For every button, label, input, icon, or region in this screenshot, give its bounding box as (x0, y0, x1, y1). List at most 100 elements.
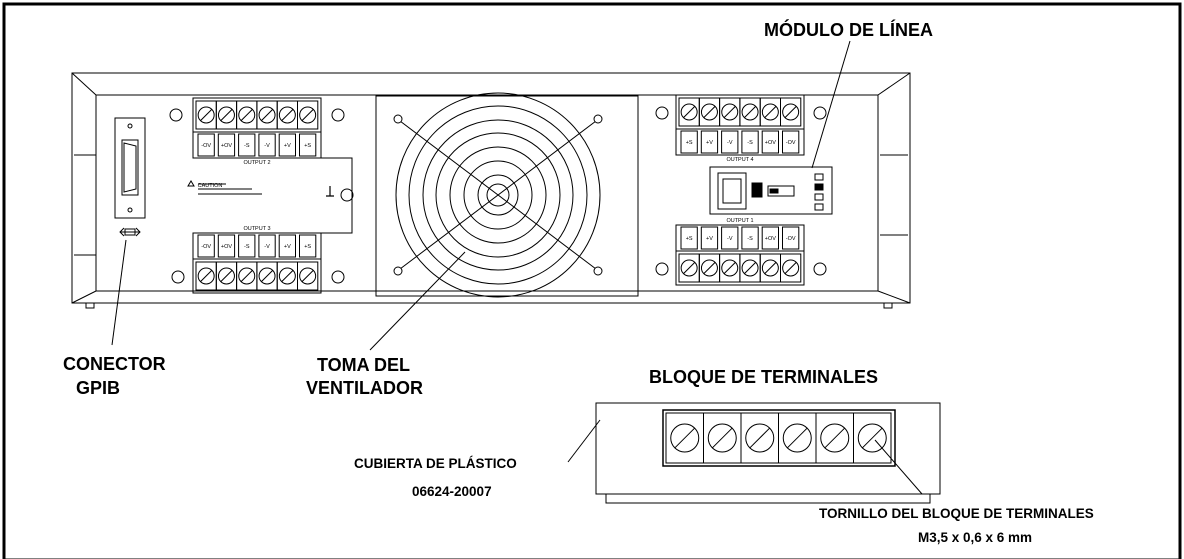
terminal-polarity-label: +V (706, 236, 713, 242)
terminal-top-left-label-cell (278, 133, 297, 157)
terminal-polarity-label: +V (706, 140, 713, 146)
terminal-top-right-label-cell (700, 130, 719, 154)
terminal-polarity-label: +V (284, 143, 291, 149)
terminal-top-left-label-cell (197, 133, 215, 157)
terminal-polarity-label: -S (747, 140, 753, 146)
screw-head (857, 423, 887, 453)
terminal-polarity-label: -V (727, 236, 733, 242)
screw-head (782, 259, 800, 277)
screw-head (741, 103, 759, 121)
output-label-top-left: OUTPUT 2 (243, 160, 270, 166)
screw-slot (743, 261, 757, 275)
screw-head (299, 106, 317, 124)
terminal-top-right-label-cell (721, 130, 739, 154)
terminal-top-right-cell (780, 97, 802, 127)
terminal-block-detail (595, 402, 941, 504)
left-plate (187, 157, 354, 234)
screw-slot (260, 108, 274, 122)
terminal-polarity-label: +OV (221, 143, 232, 149)
terminal-block-bottom-right (655, 224, 827, 286)
terminal-bottom-left-label-cell (258, 234, 276, 258)
screw-head (278, 267, 296, 285)
terminal-top-right-label-cell (741, 130, 759, 154)
terminal-polarity-label: +OV (765, 236, 776, 242)
output-label-bottom-left: OUTPUT 3 (243, 226, 270, 232)
terminal-polarity-label: -S (747, 236, 753, 242)
screw-head (700, 103, 718, 121)
leader-gpib (111, 239, 127, 346)
output-label-bottom-right: OUTPUT 1 (726, 218, 753, 224)
screw-slot (281, 269, 294, 283)
terminal-polarity-label: +OV (765, 140, 776, 146)
screw-slot (674, 427, 696, 449)
screw-head (820, 423, 850, 453)
label-gpib-connector-line2: GPIB (76, 378, 121, 398)
screw-slot (784, 105, 797, 119)
screw-slot (743, 105, 757, 119)
output-label-top-right: OUTPUT 4 (726, 157, 753, 163)
terminal-top-left-label-cell (258, 133, 276, 157)
rear-panel (71, 72, 911, 309)
screw-slot (711, 427, 733, 449)
screw-head (217, 267, 235, 285)
terminal-polarity-label: +S (686, 236, 693, 242)
screw-slot (764, 105, 777, 119)
screw-head (197, 106, 215, 124)
screw-slot (683, 105, 696, 119)
label-gpib-connector-line1: CONECTOR (63, 354, 166, 374)
screw-slot (723, 261, 736, 275)
terminal-bottom-right-label-cell (700, 226, 719, 250)
terminal-polarity-label: -S (244, 143, 250, 149)
terminal-bottom-left-label-cell (197, 234, 215, 258)
terminal-bottom-left-label-cell (238, 234, 256, 258)
screw-head (278, 106, 296, 124)
screw-slot (749, 427, 771, 449)
screw-slot (683, 261, 696, 275)
screw-slot (784, 261, 797, 275)
fan-grille (375, 92, 639, 298)
terminal-polarity-label: -V (264, 143, 270, 149)
terminal-bottom-left-label-cell (217, 234, 236, 258)
screw-head (745, 423, 775, 453)
screw-head (721, 103, 739, 121)
screw-slot (301, 108, 314, 122)
screw-head (761, 103, 779, 121)
screw-slot (220, 269, 233, 283)
terminal-polarity-label: -OV (201, 143, 211, 149)
terminal-bottom-right-cell (780, 253, 802, 283)
screw-slot (200, 269, 213, 283)
screw-head (680, 103, 698, 121)
screw-slot (764, 261, 777, 275)
screw-slot (220, 108, 233, 122)
screw-head (238, 267, 256, 285)
screw-slot (703, 105, 716, 119)
terminal-polarity-label: +S (304, 143, 311, 149)
screw-slot (240, 108, 253, 122)
gpib-connector (114, 117, 146, 237)
screw-slot (824, 427, 846, 449)
screw-slot (786, 427, 808, 449)
terminal-bottom-right-label-cell (741, 226, 759, 250)
screw-head (258, 106, 276, 124)
terminal-polarity-label: +S (686, 140, 693, 146)
screw-head (761, 259, 779, 277)
terminal-top-right-label-cell (761, 130, 780, 154)
screw-slot (281, 108, 294, 122)
terminal-top-left-cell (297, 100, 319, 130)
label-fan-intake-line1: TOMA DEL (317, 355, 410, 375)
screw-head (299, 267, 317, 285)
label-terminal-block: BLOQUE DE TERMINALES (649, 367, 879, 387)
screw-head (782, 423, 812, 453)
terminal-polarity-label: +S (304, 244, 311, 250)
terminal-top-left-label-cell (217, 133, 236, 157)
terminal-bottom-left-label-cell (278, 234, 297, 258)
terminal-polarity-label: -V (727, 140, 733, 146)
terminal-bottom-right-label-cell (721, 226, 739, 250)
screw-head (680, 259, 698, 277)
label-part-number: 06624-20007 (412, 484, 492, 499)
label-line-module: MÓDULO DE LÍNEA (764, 20, 933, 40)
screw-head (670, 423, 700, 453)
screw-head (238, 106, 256, 124)
screw-slot (200, 108, 213, 122)
